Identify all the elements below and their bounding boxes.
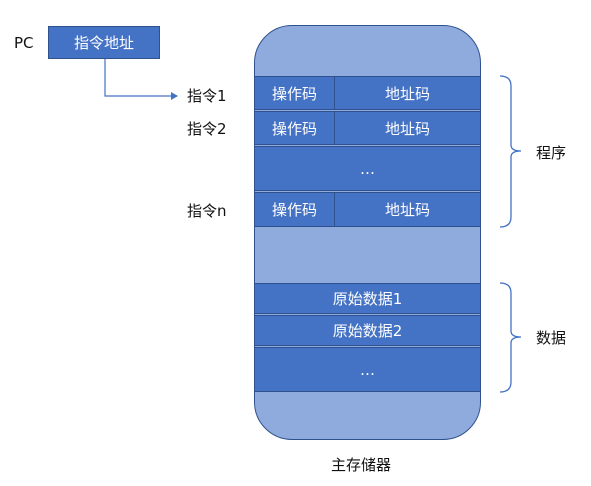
instruction-row-1: 操作码 地址码 <box>254 76 481 110</box>
address-cell: 地址码 <box>384 201 430 219</box>
opcode-cell: 操作码 <box>255 77 335 109</box>
pc-label: PC <box>14 34 34 52</box>
instruction-row-n: 操作码 地址码 <box>254 192 481 227</box>
address-cell: 地址码 <box>384 84 430 103</box>
data-row-2: 原始数据2 <box>254 315 481 346</box>
program-label: 程序 <box>536 144 567 162</box>
instruction-label-2: 指令2 <box>187 120 227 138</box>
instruction-label-1: 指令1 <box>187 87 227 105</box>
program-brace <box>499 75 522 228</box>
instruction-row-2: 操作码 地址码 <box>254 111 481 145</box>
instruction-ellipsis-row: … <box>254 146 481 191</box>
pc-register-box: 指令地址 <box>48 26 160 59</box>
memory-caption: 主存储器 <box>331 456 392 474</box>
instruction-label-n: 指令n <box>187 202 227 220</box>
opcode-cell: 操作码 <box>255 112 335 144</box>
pc-to-instruction-arrow <box>104 59 178 100</box>
data-row-1: 原始数据1 <box>254 283 481 314</box>
data-ellipsis-row: … <box>254 347 481 392</box>
address-cell: 地址码 <box>384 119 430 138</box>
opcode-cell: 操作码 <box>255 193 335 226</box>
data-label: 数据 <box>536 329 567 347</box>
data-brace <box>499 282 522 393</box>
